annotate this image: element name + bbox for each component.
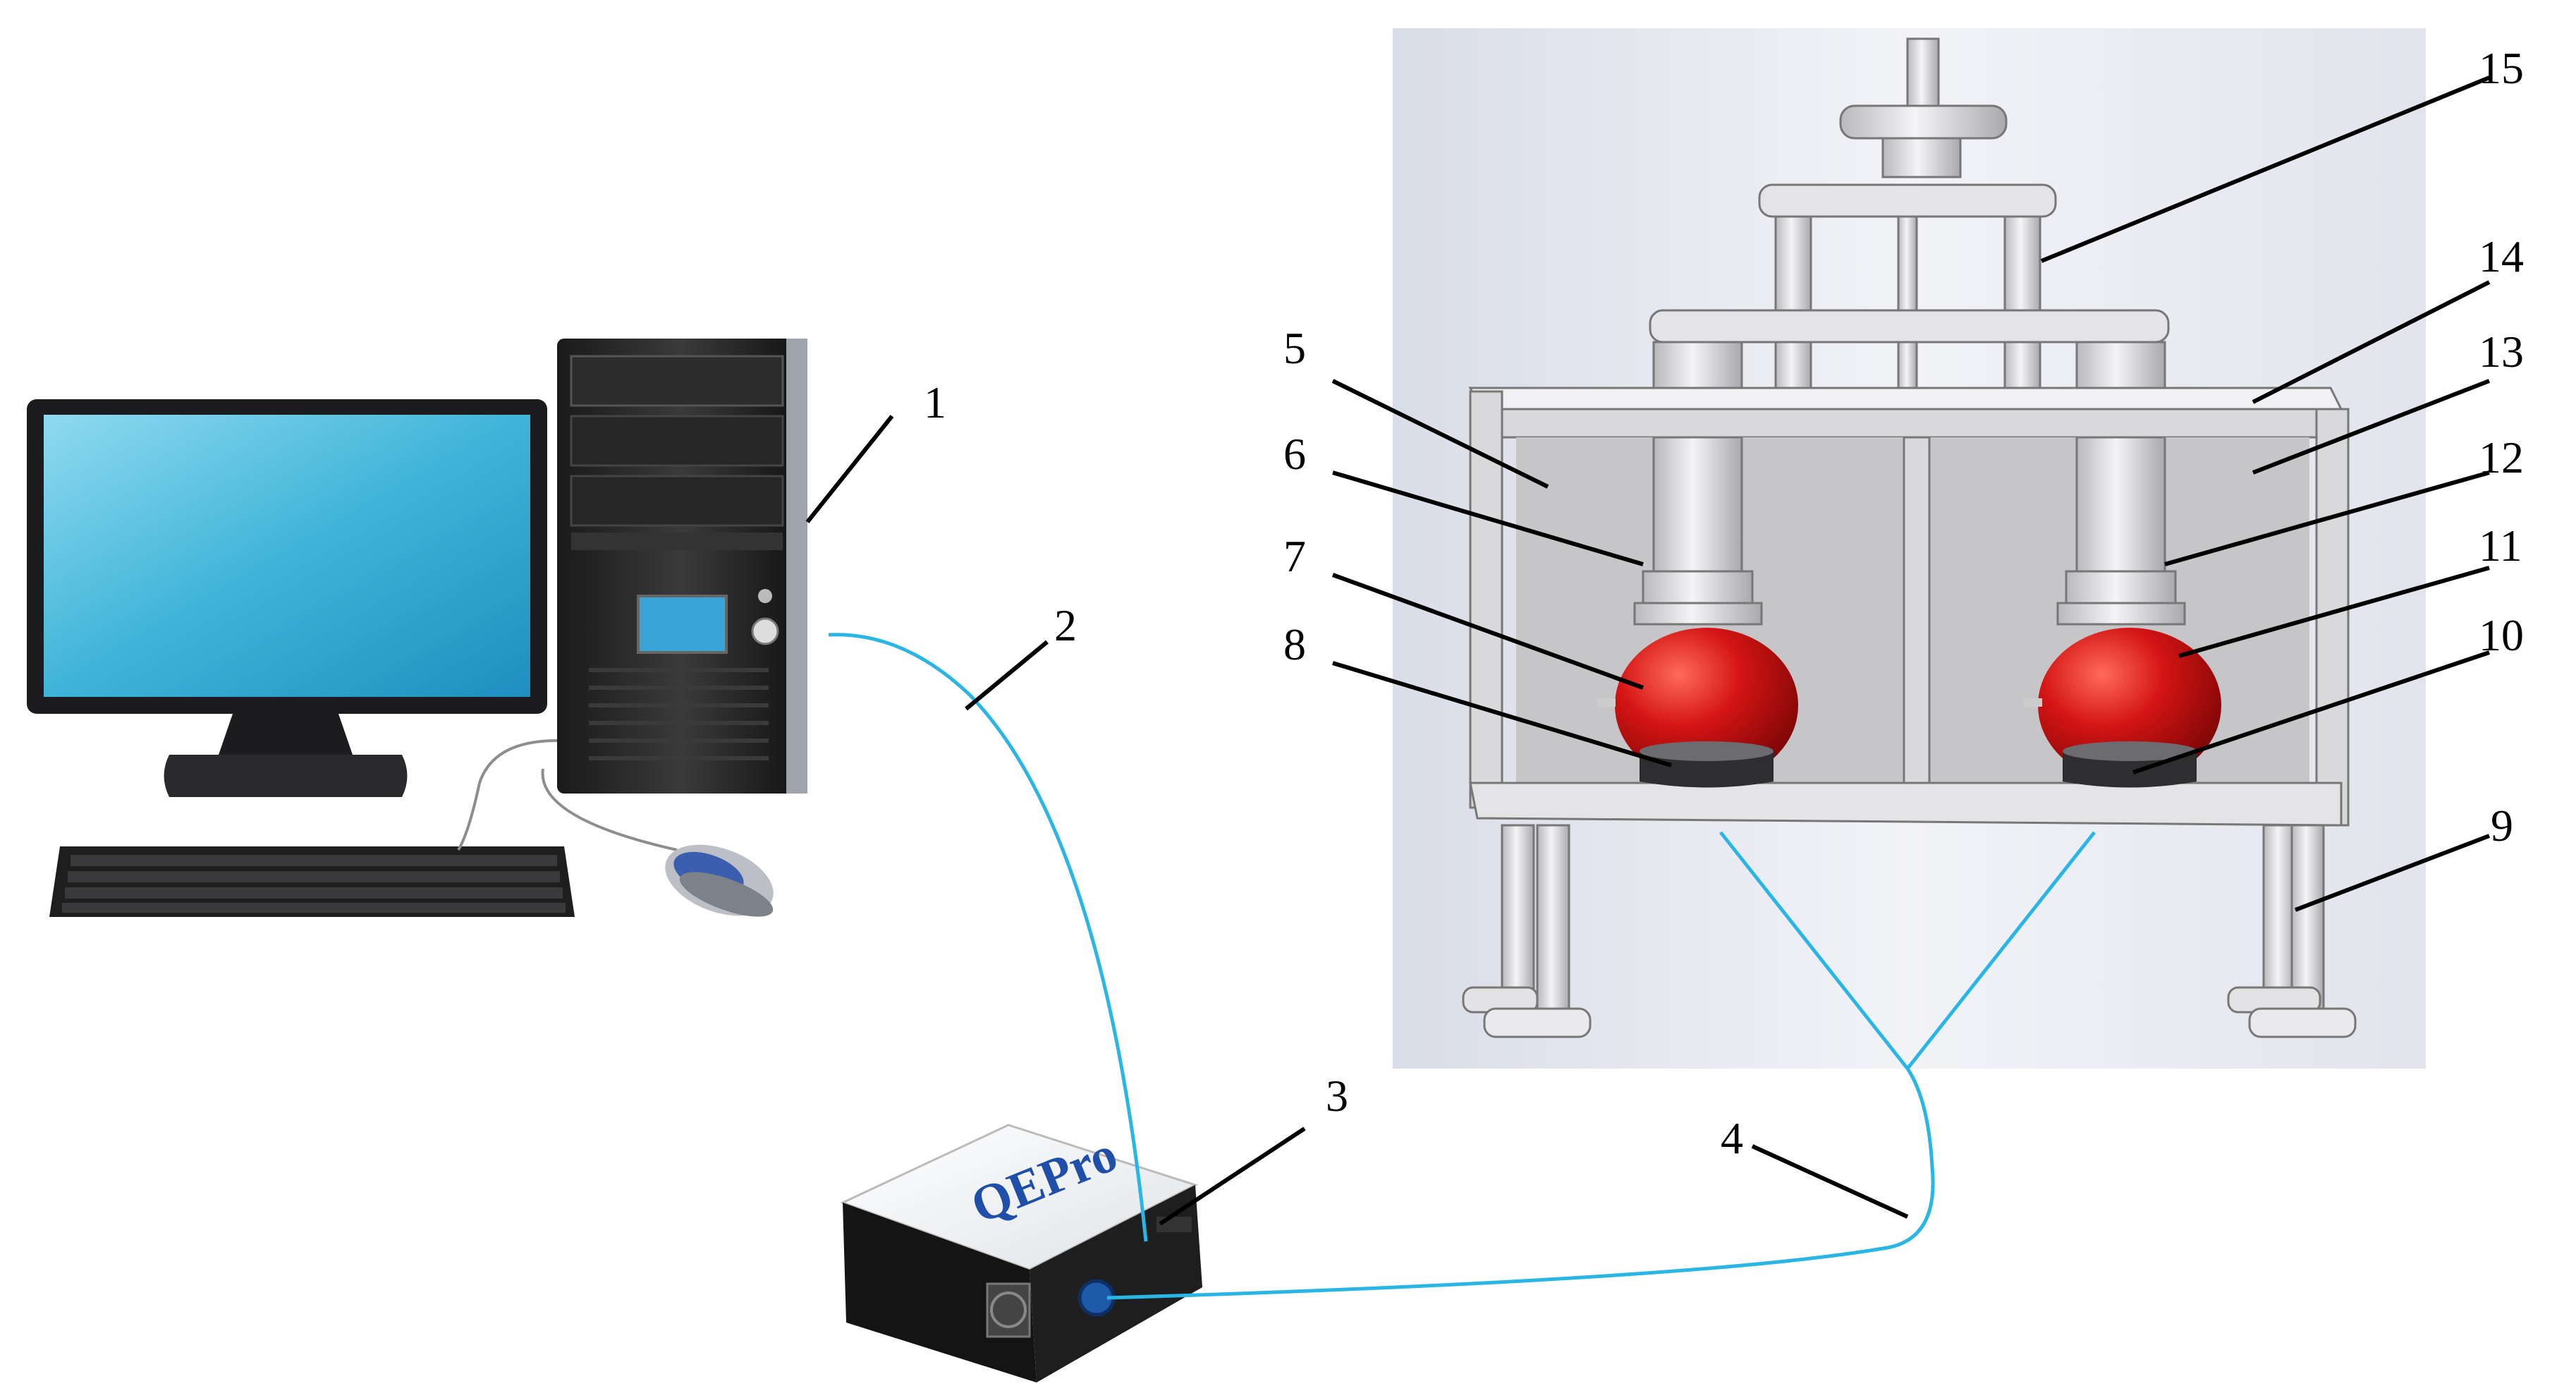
callout-6: 6	[1283, 429, 1306, 479]
leader-2	[965, 640, 1049, 711]
leader-9	[2294, 834, 2491, 912]
leader-3	[1159, 1126, 1306, 1226]
monitor	[27, 399, 547, 797]
callout-8: 8	[1283, 619, 1306, 669]
callout-5: 5	[1283, 323, 1306, 373]
callout-12: 12	[2479, 432, 2524, 482]
callout-labels: 1 2 3 4 5 6 7 8 9 10 11 12 13 14 15	[924, 43, 2524, 1163]
callout-11: 11	[2479, 521, 2522, 571]
callout-2: 2	[1054, 600, 1077, 650]
leader-15	[2040, 75, 2491, 263]
holder-left	[1640, 741, 1774, 788]
top-plate	[1468, 387, 2343, 411]
callout-14: 14	[2479, 231, 2524, 281]
callout-4: 4	[1721, 1113, 1743, 1163]
divider-panel	[1903, 436, 1931, 784]
leader-4	[1751, 1144, 1909, 1219]
probe-right	[2056, 436, 2186, 626]
callout-15: 15	[2479, 43, 2524, 93]
leader-8	[1332, 661, 1672, 767]
leader-1	[805, 415, 894, 523]
probe-left	[1633, 436, 1763, 626]
keyboard	[49, 846, 575, 917]
computer	[27, 339, 807, 917]
callout-13: 13	[2479, 327, 2524, 377]
power-button-icon	[751, 617, 779, 645]
fiber-cable-4	[1106, 1067, 1935, 1300]
optical-fibers	[828, 633, 2096, 1300]
leader-6	[1332, 470, 1644, 566]
tower-display	[637, 595, 728, 654]
leader-13	[2252, 379, 2491, 475]
usb-cable-2	[828, 633, 1148, 1242]
monitor-stand	[164, 755, 408, 797]
leader-14	[2252, 280, 2491, 404]
callout-9: 9	[2491, 801, 2513, 851]
leader-11	[2178, 566, 2490, 658]
legs	[1462, 824, 2357, 1038]
leader-7	[1331, 573, 1644, 690]
leader-5	[1331, 379, 1549, 489]
callout-3: 3	[1326, 1071, 1348, 1121]
computer-tower	[557, 339, 807, 794]
spectrometer: QEPro	[840, 1124, 1202, 1382]
fan-icon	[986, 1282, 1031, 1338]
callout-7: 7	[1283, 531, 1306, 581]
leader-10	[2132, 650, 2490, 774]
callout-10: 10	[2479, 610, 2524, 660]
leg-right	[2290, 824, 2325, 1017]
callout-1: 1	[924, 377, 946, 427]
frame-box	[1468, 387, 2350, 827]
leader-lines	[805, 75, 2491, 1226]
holder-right	[2063, 741, 2197, 788]
monitor-screen	[44, 415, 530, 697]
mouse	[665, 844, 774, 917]
bottom-plate	[1469, 782, 2343, 827]
leader-12	[2164, 470, 2490, 566]
measurement-rig	[1393, 28, 2426, 1069]
